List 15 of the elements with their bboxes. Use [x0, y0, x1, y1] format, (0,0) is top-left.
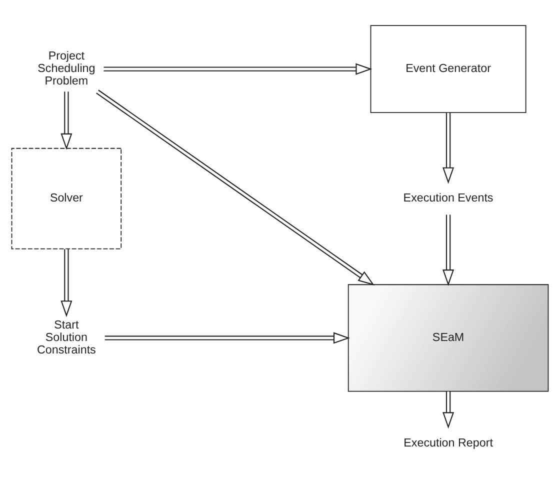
arrow	[442, 391, 454, 428]
arrow	[442, 214, 454, 286]
arrow	[60, 248, 72, 317]
node-box: SEaM	[348, 284, 549, 392]
arrow	[96, 89, 374, 285]
node-text: Project Scheduling Problem	[38, 49, 96, 88]
node-text: Execution Events	[403, 191, 494, 204]
arrow	[442, 112, 454, 184]
arrow	[60, 91, 72, 150]
node-box: Solver	[11, 147, 122, 249]
node-text: Start Solution Constraints	[37, 318, 96, 356]
arrow	[104, 332, 350, 344]
node-box: Event Generator	[370, 24, 526, 112]
arrow	[104, 62, 372, 74]
node-text: Execution Report	[404, 436, 493, 449]
